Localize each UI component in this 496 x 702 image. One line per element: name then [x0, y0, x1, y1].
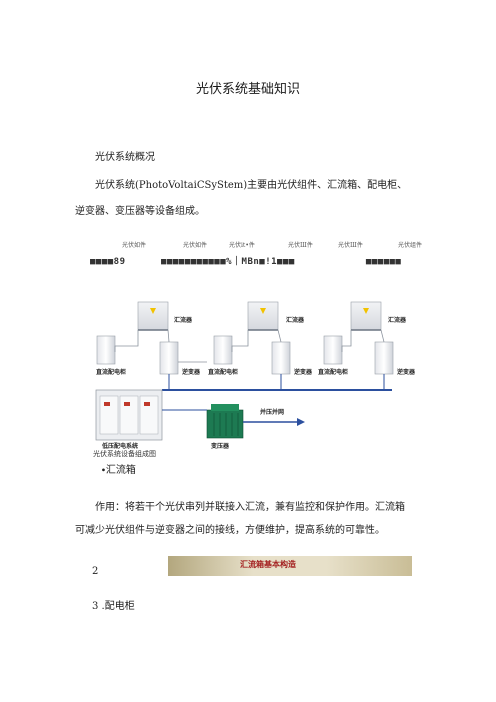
module-label: 光伏it•件: [229, 242, 255, 249]
inverter-label: 逆变器: [182, 368, 201, 376]
equipment-group-3: [323, 301, 394, 375]
section-combiner-heading: ∙汇流箱: [101, 465, 136, 476]
combiner-label: 汇流器: [388, 316, 407, 324]
inverter-label: 逆变器: [294, 368, 313, 376]
pv-system-diagram: 汇流器 汇流器 汇流器 直流配电柜 直流配电柜 直流配电柜 逆变器 逆变器 逆变…: [95, 301, 416, 450]
combiner-structure-image: 汇流箱基本构造: [168, 556, 412, 576]
dc-cabinet-label: 直流配电柜: [318, 368, 348, 376]
transformer-icon: [206, 404, 244, 439]
lv-distribution-cabinets: [95, 389, 163, 441]
section-number-2: 2: [92, 566, 99, 577]
module-label: 光伏Ш件: [338, 242, 363, 249]
figure-caption: 光伏系统设备组成图: [93, 450, 156, 458]
garbled-text-line: ■■■■89 ■■■■■■■■■■■%｜MBn■!1■■■ ■■■■■■: [90, 257, 402, 267]
module-label: 光伏Ш件: [288, 242, 313, 249]
combiner-label: 汇流器: [286, 316, 305, 324]
inverter-label: 逆变器: [397, 368, 416, 376]
module-label: 光伏组件: [398, 242, 423, 249]
module-label: 光伏如件: [183, 242, 208, 249]
combiner-label: 汇流器: [174, 316, 193, 324]
overview-paragraph-line2: 逆变器、变压器等设备组成。: [75, 206, 205, 217]
equipment-group-1: [96, 301, 207, 375]
page-title: 光伏系统基础知识: [195, 82, 300, 97]
module-label: 光伏如件: [122, 242, 147, 249]
lv-system-label: 低压配电系统: [101, 442, 138, 450]
overview-heading: 光伏系统概况: [95, 152, 155, 163]
overview-paragraph-line1: 光伏系统(PhotoVoltaiCSyStem)主要由光伏组件、汇流箱、配电柜、: [95, 180, 408, 191]
grid-label: 并压并网: [260, 408, 284, 416]
combiner-paragraph-line2: 可减少光伏组件与逆变器之间的接线，方便维护，提高系统的可靠性。: [75, 525, 385, 536]
transformer-label: 变压器: [211, 442, 230, 450]
dc-cabinet-label: 直流配电柜: [96, 368, 126, 376]
combiner-paragraph-line1: 作用：将若干个光伏串列并联接入汇流，兼有监控和保护作用。汇流箱: [95, 502, 405, 513]
dc-cabinet-label: 直流配电柜: [208, 368, 238, 376]
equipment-group-2: [213, 301, 291, 375]
banner-title: 汇流箱基本构造: [240, 560, 296, 569]
section-distribution-cabinet-heading: 3 .配电柜: [92, 601, 135, 612]
